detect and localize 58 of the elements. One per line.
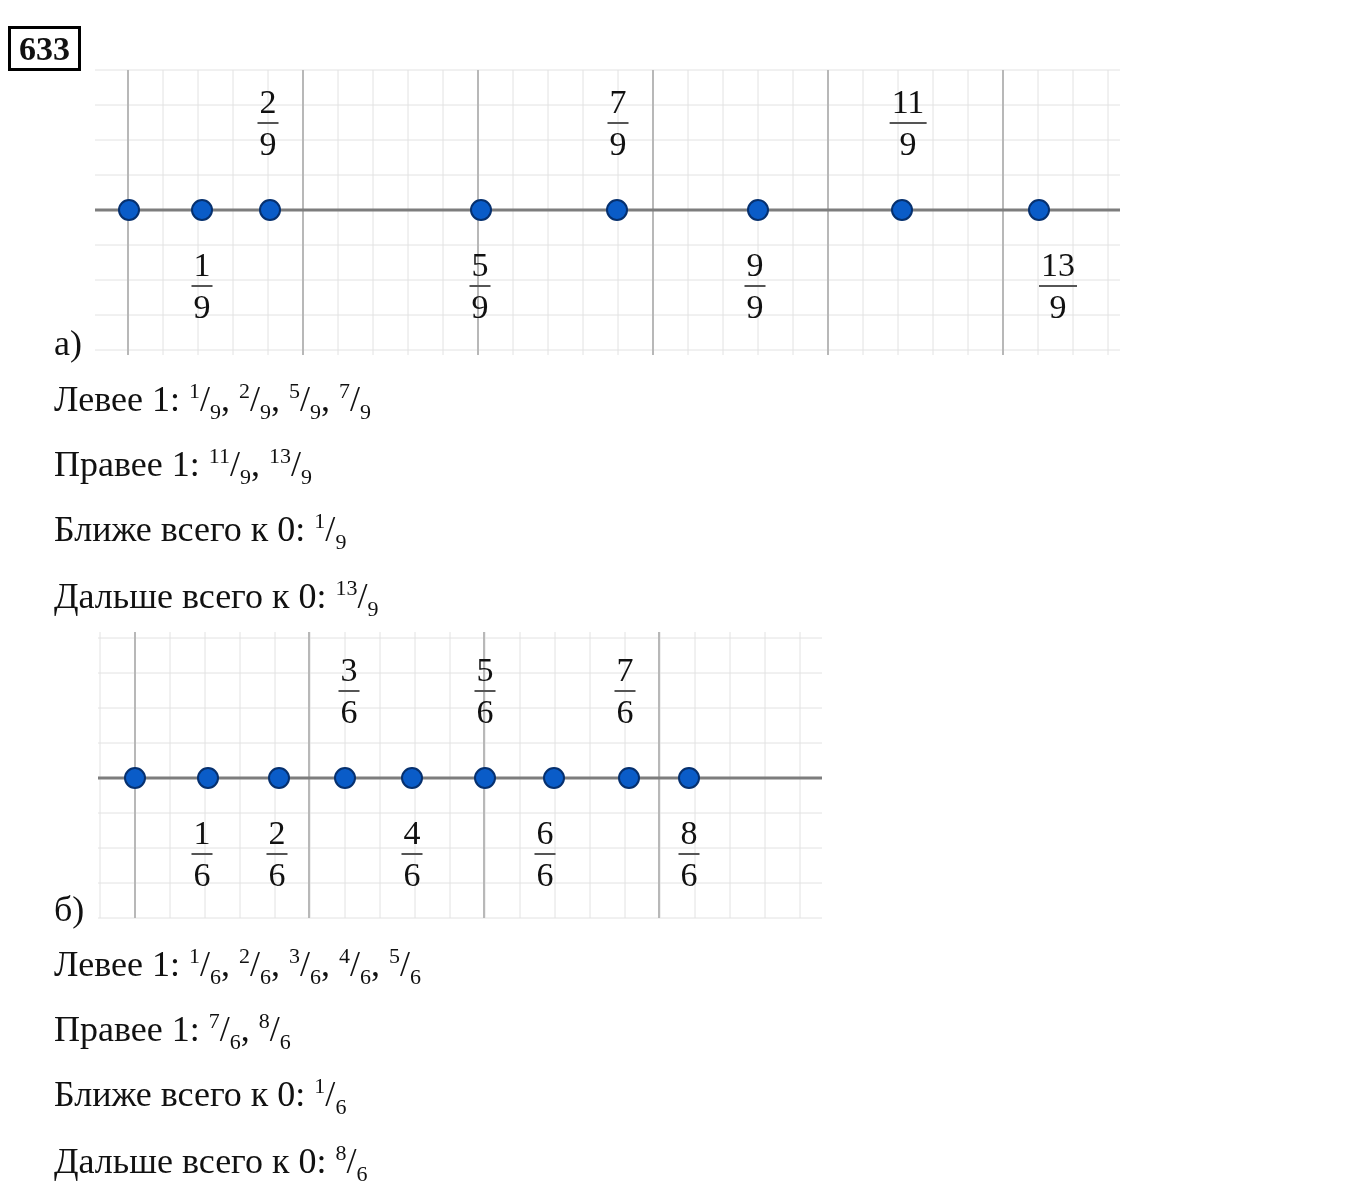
part-label: а) bbox=[54, 322, 82, 364]
fraction-denominator: 6 bbox=[402, 855, 422, 892]
point-marker bbox=[606, 199, 628, 221]
fraction-numerator: 13 bbox=[1039, 248, 1077, 287]
point-marker bbox=[891, 199, 913, 221]
fraction-numerator: 1 bbox=[191, 248, 213, 287]
fraction-denominator: 6 bbox=[615, 692, 635, 729]
point-marker bbox=[124, 767, 146, 789]
fraction-numerator: 11 bbox=[889, 85, 927, 124]
fraction-denominator: 6 bbox=[267, 855, 287, 892]
fraction-denominator: 6 bbox=[535, 855, 555, 892]
fraction-denominator: 9 bbox=[745, 287, 765, 324]
fraction-numerator: 2 bbox=[266, 816, 288, 855]
point-marker bbox=[543, 767, 565, 789]
point-marker bbox=[747, 199, 769, 221]
answer-text: Левее 1: $^{1}$/$_{6}$, $^{2}$/$_{6}$, $^{3}$/$_{6}$, $^{4}$/$_{6}$, $^{5}$/$_{6}$ bbox=[54, 943, 421, 991]
point-marker bbox=[618, 767, 640, 789]
fraction-numerator: 2 bbox=[257, 85, 279, 124]
fraction-denominator: 9 bbox=[258, 124, 278, 161]
answer-text: Правее 1: $^{11}$/$_{9}$, $^{13}$/$_{9}$ bbox=[54, 443, 312, 491]
point-marker bbox=[474, 767, 496, 789]
answer-text: Дальше всего к 0: $^{13}$/$_{9}$ bbox=[54, 575, 379, 623]
fraction-numerator: 3 bbox=[338, 653, 360, 692]
fraction-denominator: 9 bbox=[1048, 287, 1068, 324]
answer-text: Ближе всего к 0: $^{1}$/$_{6}$ bbox=[54, 1073, 347, 1121]
point-marker bbox=[401, 767, 423, 789]
fraction-numerator: 9 bbox=[744, 248, 766, 287]
answer-text: Ближе всего к 0: $^{1}$/$_{9}$ bbox=[54, 508, 347, 556]
point-marker bbox=[678, 767, 700, 789]
fraction-denominator: 9 bbox=[192, 287, 212, 324]
fraction-numerator: 6 bbox=[534, 816, 556, 855]
point-marker bbox=[268, 767, 290, 789]
fraction-denominator: 6 bbox=[475, 692, 495, 729]
point-marker bbox=[470, 199, 492, 221]
fraction-denominator: 6 bbox=[679, 855, 699, 892]
point-marker bbox=[334, 767, 356, 789]
point-marker bbox=[1028, 199, 1050, 221]
answer-text: Правее 1: $^{7}$/$_{6}$, $^{8}$/$_{6}$ bbox=[54, 1008, 291, 1056]
fraction-numerator: 5 bbox=[469, 248, 491, 287]
point-marker bbox=[197, 767, 219, 789]
point-marker bbox=[191, 199, 213, 221]
fraction-denominator: 9 bbox=[470, 287, 490, 324]
fraction-denominator: 9 bbox=[608, 124, 628, 161]
part-label: б) bbox=[54, 888, 85, 930]
fraction-denominator: 6 bbox=[192, 855, 212, 892]
task-number: 633 bbox=[8, 26, 81, 71]
fraction-denominator: 6 bbox=[339, 692, 359, 729]
fraction-numerator: 4 bbox=[401, 816, 423, 855]
point-marker bbox=[118, 199, 140, 221]
point-marker bbox=[259, 199, 281, 221]
answer-text: Левее 1: $^{1}$/$_{9}$, $^{2}$/$_{9}$, $^{5}$/$_{9}$, $^{7}$/$_{9}$ bbox=[54, 378, 371, 426]
fraction-numerator: 1 bbox=[191, 816, 213, 855]
fraction-numerator: 8 bbox=[678, 816, 700, 855]
fraction-numerator: 7 bbox=[607, 85, 629, 124]
fraction-numerator: 7 bbox=[614, 653, 636, 692]
fraction-numerator: 5 bbox=[474, 653, 496, 692]
fraction-denominator: 9 bbox=[898, 124, 918, 161]
answer-text: Дальше всего к 0: $^{8}$/$_{6}$ bbox=[54, 1140, 368, 1188]
